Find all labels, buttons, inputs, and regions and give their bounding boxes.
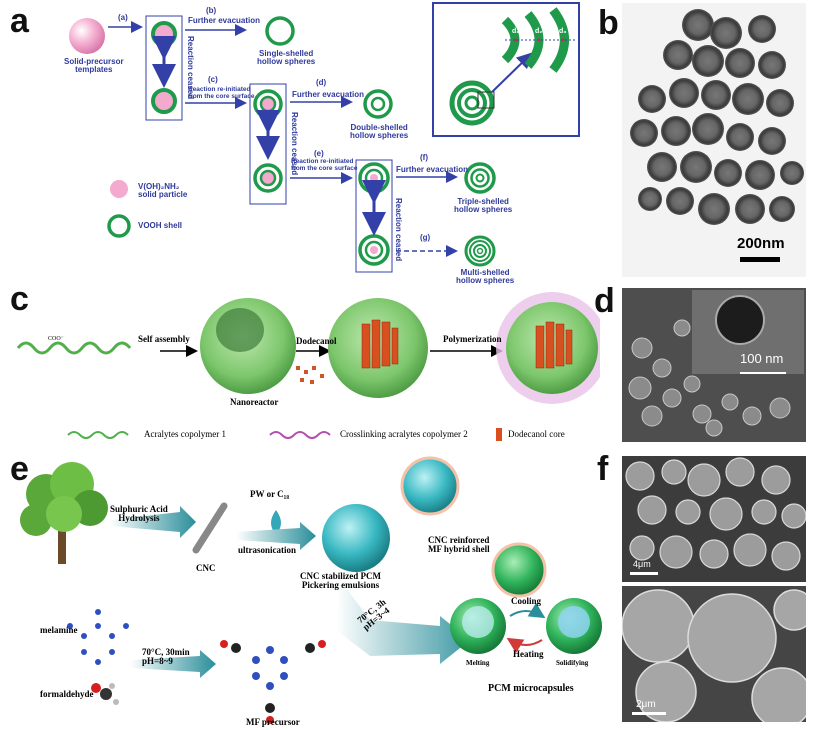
step-e-label: (e) [314, 149, 324, 158]
legend-copolymer1-label: Acralytes copolymer 1 [144, 429, 226, 439]
scale-bar-f-top [630, 572, 658, 575]
coo-label: COO⁻ [48, 336, 64, 342]
melamine-molecule [67, 609, 129, 665]
pickering-emulsion-sphere [322, 504, 390, 572]
heating-label: Heating [513, 649, 544, 659]
copolymer-strand [16, 341, 132, 355]
panel-e-schematic [20, 456, 602, 724]
pickering-zoom-circle [400, 456, 460, 516]
reaction-ceased-3: Reaction ceased [394, 198, 403, 262]
single-shelled-sphere [265, 16, 295, 46]
legend-particle-icon [110, 180, 128, 198]
multi-shelled-sphere [464, 235, 496, 267]
panel-label-f: f [597, 450, 609, 488]
panel-label-e: e [10, 450, 29, 488]
scale-bar-b [740, 257, 780, 262]
mf-precursor-label: MF precursor [246, 717, 300, 727]
inset-d2: d₂ [535, 28, 543, 35]
melamine-label: melamine [40, 625, 78, 635]
further-evacuation-1: Further evacuation [188, 16, 261, 25]
panel-a-schematic [69, 2, 580, 273]
step-b-label: (b) [206, 6, 217, 15]
cooling-label: Cooling [511, 596, 542, 606]
inset-d1: d₁ [512, 28, 520, 35]
scale-label-f-top: 4μm [633, 559, 651, 569]
stage1-box [145, 15, 183, 121]
cnc-rod [192, 502, 228, 554]
heating-arrow [506, 637, 543, 654]
melting-label: Melting [466, 659, 490, 667]
formaldehyde-molecule [91, 683, 119, 705]
step-f-label: (f) [420, 153, 428, 162]
scale-label-d: 100 nm [740, 351, 784, 366]
pcm-microcapsules-label: PCM microcapsules [488, 683, 574, 694]
dodecanol-label: Dodecanol [296, 336, 337, 346]
mf-precursor-molecule [220, 640, 326, 724]
step-a-label: (a) [118, 13, 128, 22]
panel-label-c: c [10, 280, 29, 318]
panel-label-d: d [594, 282, 615, 320]
legend-core-label: Dodecanol core [508, 429, 565, 439]
legend-copolymer1-icon [67, 431, 129, 439]
self-assembly-label: Self assembly [138, 334, 190, 344]
pw-c18-label: PW or C₁₈ [250, 489, 290, 499]
panel-d-sem-image [622, 288, 806, 442]
shell-zoom-circle [491, 542, 547, 598]
solid-template-sphere [69, 18, 105, 54]
inset-d3: d₃ [559, 28, 567, 35]
double-shelled-sphere [363, 89, 393, 119]
panel-c-schematic [16, 292, 600, 441]
stage2-box [249, 83, 287, 205]
scale-label-b: 200nm [737, 235, 785, 252]
scale-bar-d [740, 372, 786, 374]
triple-shelled-sphere [464, 162, 496, 194]
step-d-label: (d) [316, 78, 327, 87]
panel-f-sem-bottom [622, 586, 806, 722]
legend-shell-label: VOOH shell [138, 221, 183, 230]
further-evacuation-2: Further evacuation [292, 90, 365, 99]
panel-f-sem-top [622, 456, 806, 582]
legend-copolymer2-label: Crosslinking acralytes copolymer 2 [340, 429, 468, 439]
step-g-label: (g) [420, 233, 431, 242]
step-c-label: (c) [208, 75, 218, 84]
solidifying-label: Solidifying [556, 659, 589, 667]
cnc-label: CNC [196, 563, 216, 573]
polymerization-label: Polymerization [443, 334, 502, 344]
legend-shell-icon [107, 214, 131, 238]
scale-bar-f-bottom [632, 712, 666, 715]
legend-copolymer2-icon [269, 431, 331, 439]
droplet-icon [271, 510, 281, 534]
formaldehyde-label: formaldehyde [40, 689, 94, 699]
stage3-box [355, 159, 393, 273]
tree-icon [20, 462, 108, 564]
legend-core-icon [496, 428, 502, 441]
panel-label-a: a [10, 2, 29, 40]
dodecanol-core [361, 319, 399, 369]
cooling-arrow [509, 602, 546, 619]
ultrasonication-label: ultrasonication [238, 545, 297, 555]
scale-label-f-bottom: 2μm [636, 699, 656, 710]
panel-b-tem-image [622, 3, 806, 277]
further-evacuation-3: Further evacuation [396, 165, 469, 174]
nanoreactor-label: Nanoreactor [230, 397, 279, 407]
panel-label-b: b [598, 4, 619, 42]
